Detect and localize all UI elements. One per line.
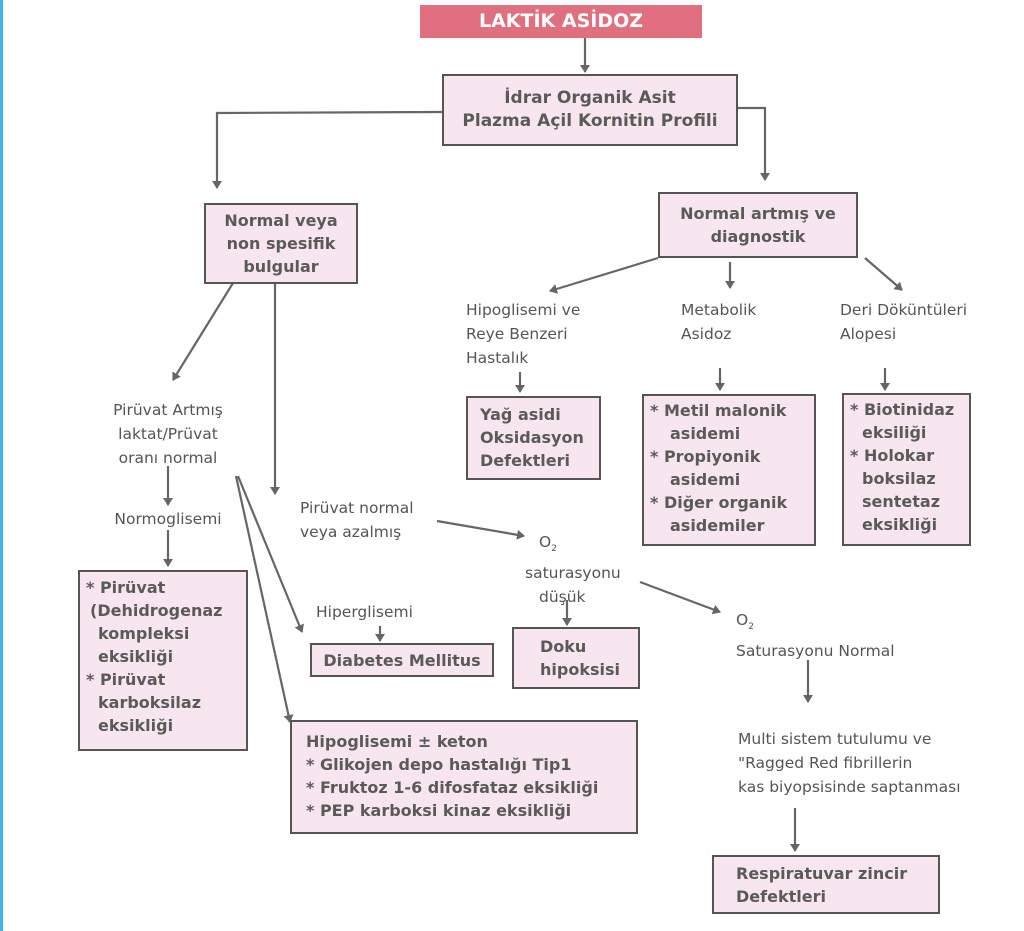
arrow-tests-increased bbox=[737, 106, 770, 181]
text-line: Reye Benzeri bbox=[466, 325, 568, 343]
o2-low-label: O2 saturasyonu düşük bbox=[525, 530, 621, 609]
text-line: asidemi bbox=[670, 424, 741, 443]
text-line: hipoksisi bbox=[540, 660, 620, 679]
text-line: (Dehidrogenaz bbox=[90, 601, 223, 620]
text-line: düşük bbox=[539, 588, 586, 607]
text-line: * Fruktoz 1-6 difosfataz eksikliği bbox=[306, 778, 599, 797]
respiratory-chain-box: Respiratuvar zincir Defektleri bbox=[712, 855, 940, 914]
arrow-o2low-o2normal bbox=[639, 580, 721, 615]
organic-acidemias-box: * Metil malonik asidemi * Propiyonik asi… bbox=[642, 394, 816, 546]
normal-nonspecific-box: Normal veya non spesifik bulgular bbox=[204, 203, 358, 284]
text-line: Normal artmış ve bbox=[680, 204, 836, 223]
arrow-pyruvate-hypoglycemia bbox=[234, 475, 294, 723]
subscript: 2 bbox=[748, 622, 754, 633]
text-line: Doku bbox=[540, 637, 587, 656]
text-line: Pirüvat normal bbox=[300, 499, 414, 517]
text-line: Multi sistem tutulumu ve bbox=[738, 730, 932, 748]
hypoglycemia-ketone-box: Hipoglisemi ± keton * Glikojen depo hast… bbox=[290, 720, 638, 834]
biotinidase-box: * Biotinidaz eksiliği * Holokar boksilaz… bbox=[842, 393, 971, 546]
text-line: Defektleri bbox=[736, 887, 826, 906]
text-line: Yağ asidi bbox=[480, 405, 561, 424]
pyruvate-normal-label: Pirüvat normal veya azalmış bbox=[300, 496, 414, 544]
text-line: Oksidasyon bbox=[480, 428, 584, 447]
text-line: O2 bbox=[736, 608, 895, 639]
text-line: eksiliği bbox=[862, 423, 927, 442]
pyruvate-defects-box: * Pirüvat (Dehidrogenaz kompleksi eksikl… bbox=[78, 570, 248, 751]
hypoglycemia-reye-label: Hipoglisemi ve Reye Benzeri Hastalık bbox=[466, 298, 580, 370]
pyruvate-increased-label: Pirüvat Artmış laktat/Prüvat oranı norma… bbox=[98, 398, 238, 470]
text-line: * Pirüvat bbox=[86, 578, 166, 597]
text-line: diagnostik bbox=[710, 227, 806, 246]
text-line: Hipoglisemi ve bbox=[466, 301, 581, 319]
text-line: Asidoz bbox=[681, 325, 732, 343]
text-line: Normal veya bbox=[224, 211, 338, 230]
normal-increased-box: Normal artmış ve diagnostik bbox=[658, 192, 858, 258]
text-line: eksikliği bbox=[98, 716, 174, 735]
text-line: Metabolik bbox=[681, 301, 757, 319]
arrow-normal-pyruvate-increased bbox=[172, 282, 234, 381]
text-line: kas biyopsisinde saptanması bbox=[738, 778, 961, 796]
text-line: "Ragged Red fibrillerin bbox=[738, 754, 913, 772]
diabetes-box: Diabetes Mellitus bbox=[310, 643, 494, 677]
subscript: 2 bbox=[551, 544, 557, 555]
text-line: * Metil malonik bbox=[650, 401, 787, 420]
text-line: non spesifik bbox=[226, 234, 336, 253]
text-line: * PEP karboksi kinaz eksikliği bbox=[306, 801, 572, 820]
text-line: veya azalmış bbox=[300, 523, 402, 541]
text-line: kompleksi bbox=[98, 624, 190, 643]
text-line: Hipoglisemi ± keton bbox=[306, 732, 488, 751]
text-line: saturasyonu bbox=[525, 564, 621, 583]
text-line: Pirüvat Artmış bbox=[113, 401, 223, 419]
text-line: * Biotinidaz bbox=[850, 400, 955, 419]
text-line: oranı normal bbox=[118, 449, 218, 467]
text-line: İdrar Organik Asit bbox=[504, 88, 676, 108]
hyperglycemia-label: Hiperglisemi bbox=[316, 603, 413, 621]
normoglycemia-label: Normoglisemi bbox=[114, 510, 222, 528]
text-line: Deri Döküntüleri bbox=[840, 301, 968, 319]
text-line: * Holokar bbox=[850, 446, 935, 465]
arrow-pyrnormal-o2low bbox=[436, 519, 525, 540]
arrow-increased-reye bbox=[549, 256, 659, 294]
arrow-increased-skin bbox=[864, 257, 903, 291]
text-line: Plazma Açil Kornitin Profili bbox=[462, 111, 718, 131]
text-line: * Diğer organik bbox=[650, 493, 788, 512]
title-banner: LAKTİK ASİDOZ bbox=[420, 5, 702, 38]
o2-symbol: O bbox=[736, 611, 749, 629]
text-line: O2 bbox=[525, 530, 621, 561]
metabolic-acidosis-label: Metabolik Asidoz bbox=[681, 298, 756, 346]
text-line: * Glikojen depo hastalığı Tip1 bbox=[306, 755, 572, 774]
text-line: bulgular bbox=[243, 257, 319, 276]
text-line: laktat/Prüvat bbox=[118, 425, 218, 443]
o2-symbol: O bbox=[539, 533, 552, 551]
text-line: Defektleri bbox=[480, 451, 570, 470]
arrow-tests-normal bbox=[212, 110, 443, 189]
text-line: asidemiler bbox=[670, 516, 765, 535]
arrow-pyruvate-hyperglycemia bbox=[236, 475, 304, 633]
skin-alopecia-label: Deri Döküntüleri Alopesi bbox=[840, 298, 967, 346]
o2-normal-label: O2 Saturasyonu Normal bbox=[736, 608, 895, 663]
tissue-hypoxia-box: Doku hipoksisi bbox=[512, 627, 640, 689]
text-line: Alopesi bbox=[840, 325, 897, 343]
text-line: asidemi bbox=[670, 470, 741, 489]
text-line: Saturasyonu Normal bbox=[736, 642, 895, 661]
text-line: Hastalık bbox=[466, 349, 529, 367]
text-line: eksikliği bbox=[862, 515, 938, 534]
text-line: boksilaz bbox=[862, 469, 936, 488]
text-line: eksikliği bbox=[98, 647, 174, 666]
text-line: * Pirüvat bbox=[86, 670, 166, 689]
text-line: * Propiyonik bbox=[650, 447, 761, 466]
text-line: sentetaz bbox=[862, 492, 941, 511]
text-line: Respiratuvar zincir bbox=[736, 864, 908, 883]
fatty-acid-box: Yağ asidi Oksidasyon Defektleri bbox=[466, 396, 601, 480]
left-edge bbox=[0, 0, 3, 931]
tests-box: İdrar Organik Asit Plazma Açil Kornitin … bbox=[442, 74, 738, 146]
text-line: karboksilaz bbox=[98, 693, 202, 712]
multisystem-label: Multi sistem tutulumu ve "Ragged Red fib… bbox=[738, 727, 961, 799]
